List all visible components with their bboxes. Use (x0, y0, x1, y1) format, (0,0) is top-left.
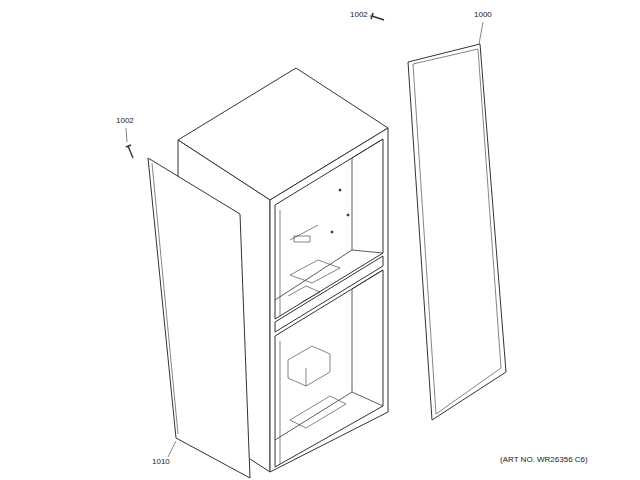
ice-maker (306, 368, 307, 386)
freezer-wall (352, 270, 383, 406)
side-panel-flange (152, 163, 178, 434)
leader-line (126, 128, 127, 142)
fresh-food-wall (352, 139, 383, 253)
side-panel (148, 158, 250, 478)
fresh-food-shelf (290, 260, 340, 283)
freezer-floor (275, 392, 352, 440)
fastener (339, 189, 341, 191)
callout-number: 1010 (152, 458, 170, 467)
side-panel (408, 44, 506, 420)
screw (126, 145, 133, 158)
freezer-floor-pan (290, 396, 346, 428)
callout-number: 1002 (116, 117, 134, 126)
art-number: (ART NO. WR26356 C6) (500, 456, 588, 465)
side-panel-flange (413, 49, 501, 414)
callout-number: 1000 (474, 11, 492, 20)
fastener (347, 214, 349, 216)
leader-line (479, 22, 483, 44)
fresh-food-vent (294, 236, 310, 242)
cabinet-front (270, 128, 388, 472)
ice-maker (288, 346, 330, 386)
fresh-food-opening (275, 139, 383, 319)
leader-line (369, 16, 371, 17)
mullion (275, 256, 383, 332)
leader-line (168, 441, 176, 457)
callout-number: 1002 (350, 11, 368, 20)
fastener (331, 231, 333, 233)
fresh-food-shelf (288, 286, 320, 302)
freezer-opening (275, 270, 383, 467)
screw (371, 13, 384, 20)
fresh-food-edge (280, 210, 281, 316)
freezer-edge (280, 341, 281, 464)
